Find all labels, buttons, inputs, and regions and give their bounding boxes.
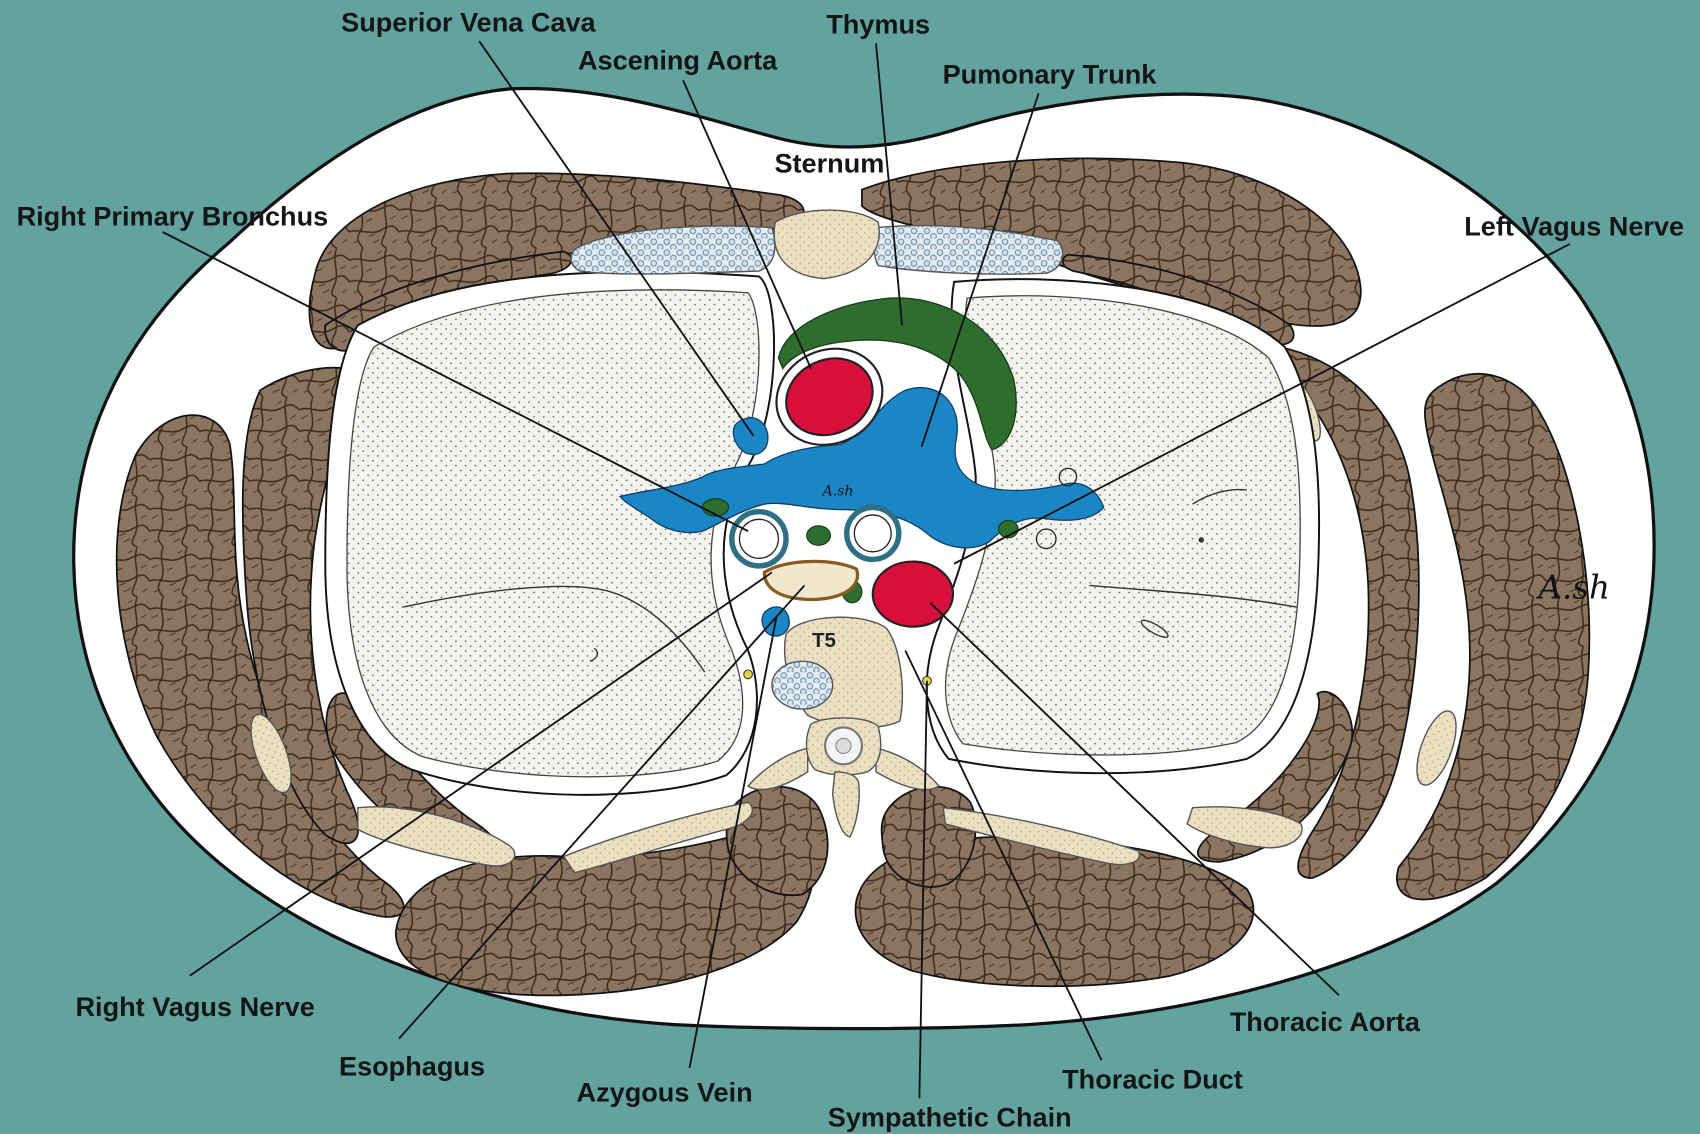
right-erector-spinae [882,787,976,887]
label-esophagus: Esophagus [339,1050,485,1081]
rib-head [772,661,833,709]
label-azygous-vein: Azygous Vein [577,1076,753,1107]
label-superior-vena-cava: Superior Vena Cava [341,6,596,37]
left-lung-dot-mark [1199,537,1204,542]
label-sternum: Sternum [774,147,884,178]
right-lung [347,290,759,777]
label-thoracic-duct: Thoracic Duct [1062,1063,1243,1094]
esophagus [764,561,857,599]
thoracic-aorta [873,562,953,627]
spinal-cord-center [836,738,851,753]
label-left-vagus-nerve: Left Vagus Nerve [1464,210,1684,241]
lymph-node [703,499,729,516]
label-sympathetic-chain: Sympathetic Chain [828,1101,1072,1132]
lymph-node [807,526,831,546]
vertebra-label: T5 [812,629,836,652]
label-thoracic-aorta: Thoracic Aorta [1230,1006,1421,1037]
label-thymus: Thymus [826,9,930,40]
label-right-primary-bronchus: Right Primary Bronchus [17,200,329,231]
label-right-vagus-nerve: Right Vagus Nerve [75,991,314,1022]
watermark-small: A.sh [821,483,854,499]
right-sympathetic-ganglion [744,670,753,679]
label-pumonary-trunk: Pumonary Trunk [943,58,1158,89]
label-ascening-aorta: Ascening Aorta [578,44,778,75]
watermark-large: A.sh [1535,568,1609,606]
